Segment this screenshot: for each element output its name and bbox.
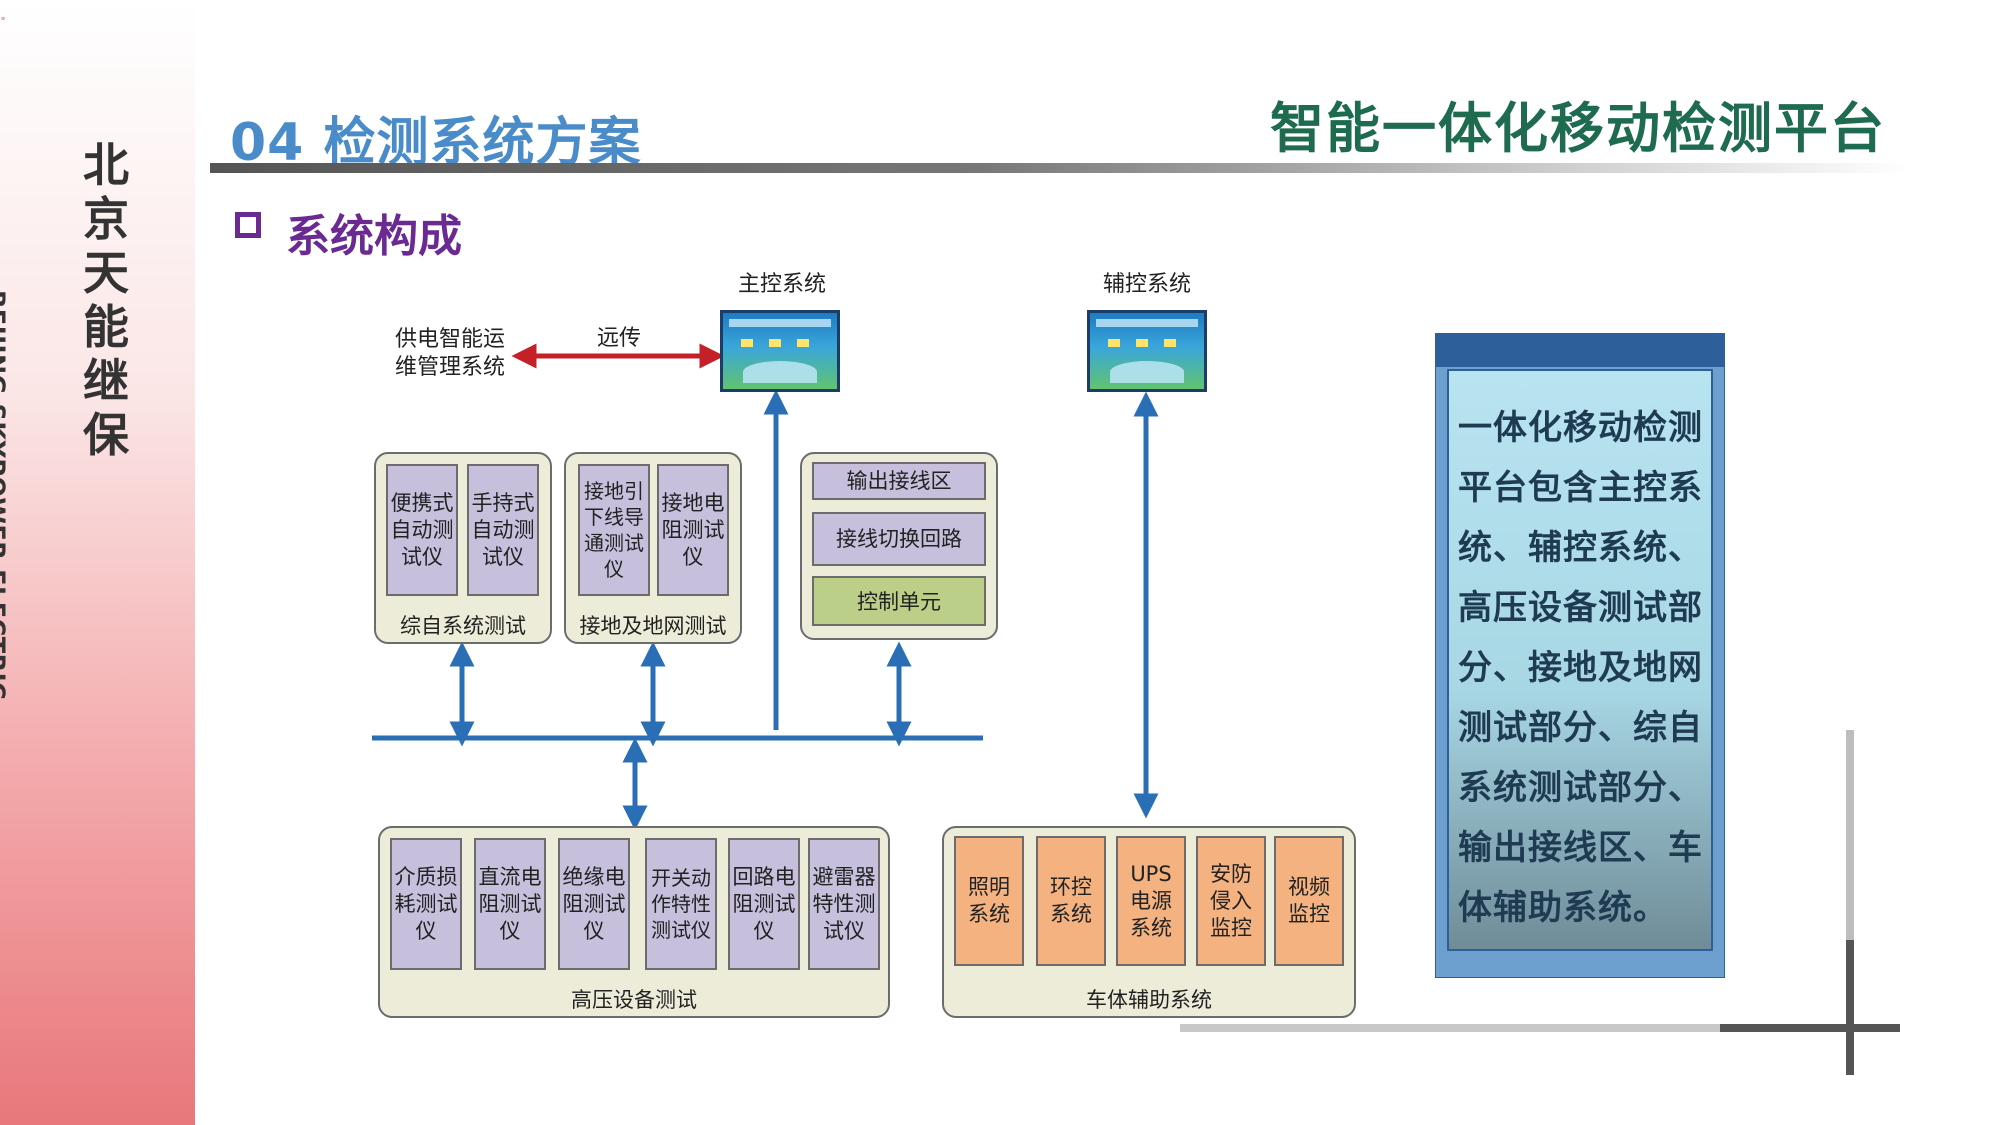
dielectric-loss-box: 介质损耗测试仪 [390,838,462,970]
hv-label: 高压设备测试 [571,988,697,1012]
portable-tester-box: 便携式自动测试仪 [386,464,458,596]
main-control-label: 主控系统 [738,272,827,297]
ups-power-box: UPS电源系统 [1116,836,1186,966]
info-box-panel [1447,369,1713,951]
downlead-tester-box: 接地引下线导通测试仪 [578,464,650,596]
main-control-screen [720,310,840,392]
grounding-label: 接地及地网测试 [579,614,727,638]
ground-resistance-box: 接地电阻测试仪 [657,464,729,596]
hv-group [378,826,890,1018]
switching-loop-box: 接线切换回路 [812,512,986,566]
security-monitor-box: 安防侵入监控 [1196,836,1266,966]
switch-action-box: 开关动作特性测试仪 [645,838,717,970]
vehicle-label: 车体辅助系统 [1086,988,1212,1012]
integrated-label: 综自系统测试 [400,614,526,638]
info-box-header-bar [1435,333,1725,367]
remote-label: 远传 [597,326,642,351]
company-logo-icon [1,17,5,20]
handheld-tester-box: 手持式自动测试仪 [467,464,539,596]
control-unit-box: 控制单元 [812,576,986,626]
power-mgmt-label: 供电智能运维管理系统 [395,327,506,380]
bullet-square-icon [235,212,261,238]
header-divider [210,163,1910,173]
arrester-tester-box: 避雷器特性测试仪 [808,838,880,970]
aux-control-screen [1087,310,1207,392]
video-monitor-box: 视频监控 [1274,836,1344,966]
insulation-resistance-box: 绝缘电阻测试仪 [558,838,630,970]
output-wiring-box: 输出接线区 [812,462,986,500]
subtitle: 系统构成 [286,211,462,262]
page-title: 智能一体化移动检测平台 [1270,97,1886,160]
environment-control-box: 环控系统 [1036,836,1106,966]
aux-control-label: 辅控系统 [1103,272,1192,297]
brand-name-cn: 北京天能继保 [83,138,129,462]
info-box-text: 一体化移动检测平台包含主控系统、辅控系统、高压设备测试部分、接地及地网测试部分、… [1458,408,1703,928]
loop-resistance-box: 回路电阻测试仪 [728,838,800,970]
sidebar-background [0,0,195,1125]
dc-resistance-box: 直流电阻测试仪 [474,838,546,970]
lighting-system-box: 照明系统 [954,836,1024,966]
